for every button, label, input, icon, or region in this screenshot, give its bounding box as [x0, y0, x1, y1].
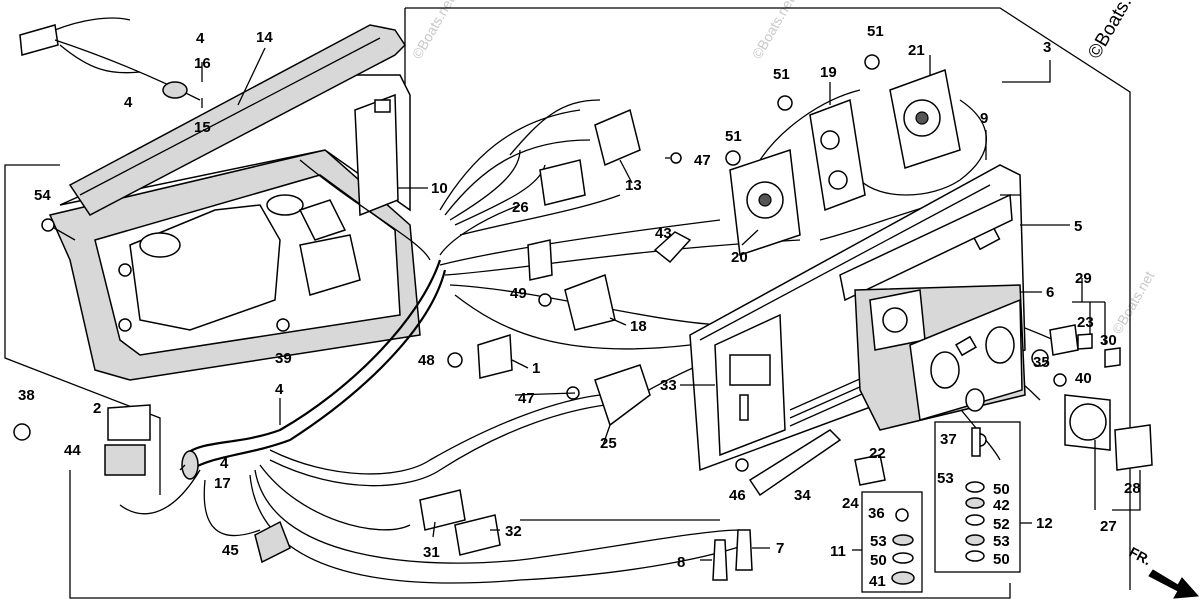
sub-panel	[854, 284, 1026, 431]
callout: 51	[773, 66, 790, 83]
callout: 21	[908, 42, 925, 59]
callout: 42	[993, 497, 1010, 514]
callout: 20	[731, 249, 748, 266]
callout: 12	[1036, 515, 1053, 532]
callout: 4	[124, 94, 133, 111]
callout: 1	[532, 360, 540, 377]
callout: 33	[660, 377, 677, 394]
watermark-faint: ©Boats.net	[1109, 268, 1158, 336]
callout: 4	[196, 30, 205, 47]
callout: 41	[869, 573, 886, 590]
leader-lines	[179, 47, 1141, 561]
callout: 14	[256, 29, 273, 46]
callout: 43	[655, 225, 672, 242]
callout: 8	[677, 554, 685, 571]
callout: 24	[842, 495, 859, 512]
watermark-faint: ©Boats.net	[409, 0, 458, 61]
callout: 16	[194, 55, 211, 72]
callout: 52	[993, 516, 1010, 533]
callout: 15	[194, 119, 211, 136]
callout: 2	[93, 400, 101, 417]
callout: 38	[18, 387, 35, 404]
callout: 35	[1033, 354, 1050, 371]
small-components	[13, 17, 1153, 585]
gasket-strip	[68, 24, 406, 216]
callout: 45	[222, 542, 239, 559]
callout: 34	[794, 487, 811, 504]
callout: 3	[1043, 39, 1051, 56]
callout: 50	[870, 552, 887, 569]
callout: 26	[512, 199, 529, 216]
callout: 53	[993, 533, 1010, 550]
callout: 27	[1100, 518, 1117, 535]
callout: 6	[1046, 284, 1054, 301]
assembly-boundary-lines	[4, 7, 1131, 599]
callout: 49	[510, 285, 527, 302]
callout: 47	[518, 390, 535, 407]
callout: 36	[868, 505, 885, 522]
callout: 39	[275, 350, 292, 367]
front-direction-indicator: FR.	[1127, 544, 1200, 599]
front-direction-label: FR.	[1127, 544, 1154, 569]
part-callouts: 1 2 3 4 4 4 4 5 6 7 8 9 10 11 12 13 14 1…	[18, 23, 1141, 590]
callout: 54	[34, 187, 51, 204]
callout: 13	[625, 177, 642, 194]
callout: 25	[600, 435, 617, 452]
watermark-corner: ©Boats.net	[1084, 0, 1150, 63]
callout: 50	[993, 551, 1010, 568]
callout: 32	[505, 523, 522, 540]
callout: 31	[423, 544, 440, 561]
callout: 50	[993, 481, 1010, 498]
callout: 18	[630, 318, 647, 335]
rear-case	[48, 74, 421, 381]
callout: 46	[729, 487, 746, 504]
arrow-icon	[1148, 569, 1200, 599]
callout: 40	[1075, 370, 1092, 387]
callout: 5	[1074, 218, 1082, 235]
callout: 11	[830, 543, 846, 560]
watermark-faint: ©Boats.net	[749, 0, 798, 61]
callout: 51	[725, 128, 742, 145]
callout: 17	[214, 475, 231, 492]
callout: 19	[820, 64, 837, 81]
callout: 22	[869, 445, 886, 462]
callout: 51	[867, 23, 884, 40]
callout: 44	[64, 442, 81, 459]
callout: 29	[1075, 270, 1092, 287]
callout: 48	[418, 352, 435, 369]
callout: 9	[980, 110, 988, 127]
callout: 30	[1100, 332, 1117, 349]
callout: 4	[220, 455, 229, 472]
callout: 28	[1124, 480, 1141, 497]
callout: 47	[694, 152, 711, 169]
callout: 23	[1077, 314, 1094, 331]
callout: 7	[776, 540, 784, 557]
callout: 53	[870, 533, 887, 550]
callout: 10	[431, 180, 448, 197]
label-plate	[748, 429, 842, 497]
receptacles	[729, 68, 961, 257]
callout: 53	[937, 470, 954, 487]
callout: 4	[275, 381, 284, 398]
callout: 37	[940, 431, 957, 448]
